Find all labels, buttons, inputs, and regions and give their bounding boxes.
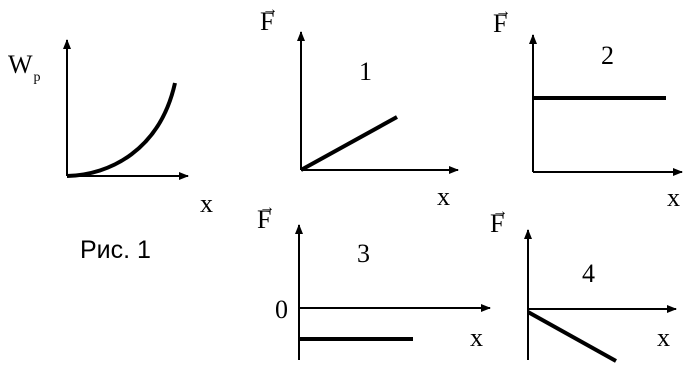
vector-arrow-icon: →: [262, 1, 278, 18]
graph-4: F → 4 x: [490, 203, 677, 363]
vector-arrow-icon: →: [492, 203, 508, 220]
graph-2-x-label: x: [667, 183, 680, 212]
graph-2: F → 2 x: [493, 3, 683, 212]
graph-3: F → 3 0 x: [257, 199, 491, 360]
graph-2-y-label: F: [493, 9, 507, 38]
graph-1-x-label: x: [437, 182, 450, 211]
graph-2-number: 2: [601, 41, 614, 70]
graph-1: F → 1 x: [260, 1, 459, 211]
graph-wp: Wp x: [8, 39, 213, 218]
graph-wp-x-label: x: [200, 189, 213, 218]
graph-1-number: 1: [359, 57, 372, 86]
figure-caption: Рис. 1: [80, 236, 151, 264]
graph-1-line: [300, 115, 398, 172]
graph-3-y-label: F: [257, 205, 271, 234]
graph-3-number: 3: [357, 239, 370, 268]
graph-4-x-label: x: [657, 323, 670, 352]
graph-3-x-label: x: [470, 323, 483, 352]
graph-3-origin-label: 0: [275, 295, 288, 324]
vector-arrow-icon: →: [495, 3, 511, 20]
graph-1-y-label: F: [260, 7, 274, 36]
graph-4-line: [527, 310, 617, 363]
vector-arrow-icon: →: [259, 199, 275, 216]
graph-4-y-label: F: [490, 209, 504, 238]
graph-wp-parabola: [66, 82, 177, 178]
graph-4-number: 4: [582, 259, 595, 288]
graph-wp-y-label: Wp: [8, 50, 41, 85]
